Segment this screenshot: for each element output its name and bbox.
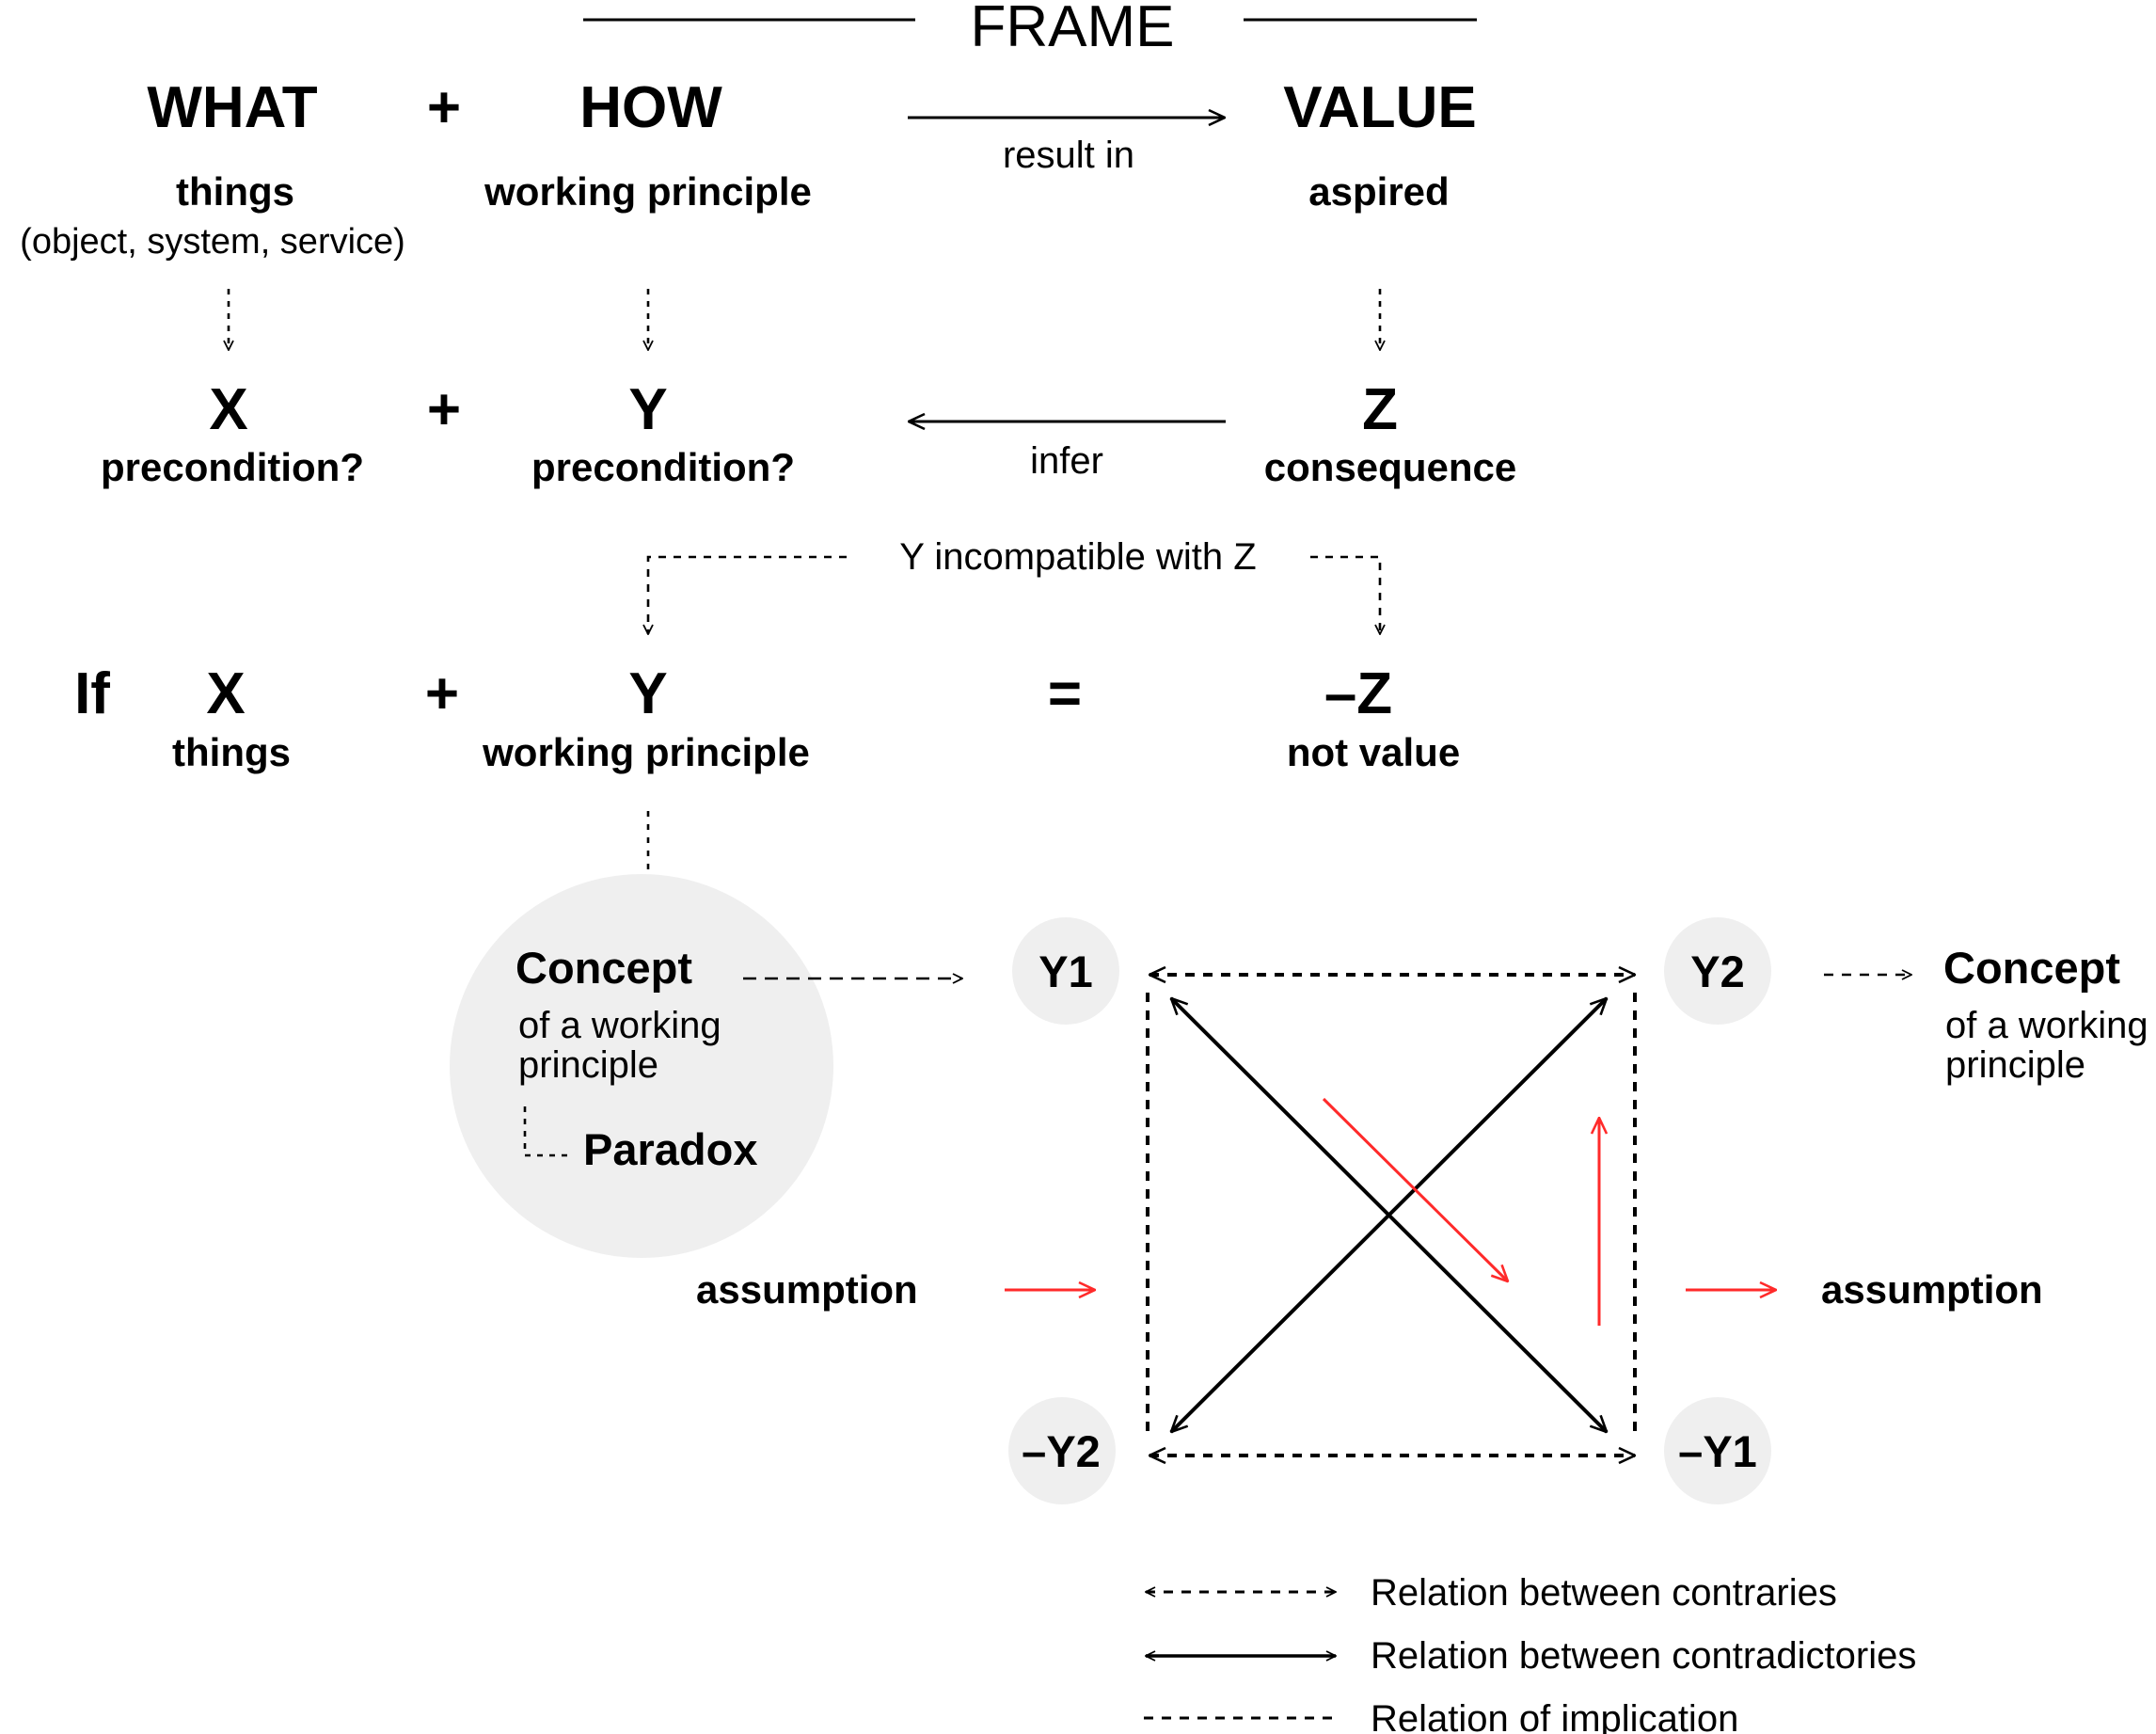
legend-implication-label: Relation of implication [1371,1698,1739,1734]
working-principle-label: working principle [484,169,812,214]
y-variable: Y [628,661,668,726]
y-precondition: precondition? [531,445,795,489]
node-neg-y1: –Y1 [1678,1426,1757,1476]
node-y2: Y2 [1690,947,1745,996]
concept-line-1: of a working [518,1005,721,1046]
working-principle-label: working principle [483,730,810,774]
contradictories-diagonals [1171,998,1607,1432]
incompatible-bracket [648,555,1380,634]
how-label: HOW [579,75,722,140]
node-circles [450,874,1771,1504]
not-value-label: not value [1286,730,1461,774]
x-variable: X [209,377,248,442]
result-in-label: result in [1002,135,1135,176]
assumption-right-label: assumption [1821,1267,2043,1312]
node-y1: Y1 [1038,947,1093,996]
aspired-label: aspired [1308,169,1450,214]
concept-line-2: principle [518,1044,658,1086]
implication-down-arrows [229,289,1380,350]
things-label: things [176,169,294,214]
concept-right-line-1: of a working [1945,1005,2148,1046]
infer-label: infer [1030,440,1103,482]
what-label: WHAT [147,75,318,140]
x-variable: X [206,661,246,726]
concept-description: of a working principle [518,1007,721,1084]
assumption-left-label: assumption [696,1267,918,1312]
x-precondition: precondition? [101,445,364,489]
value-label: VALUE [1283,75,1477,140]
contraries-lines [1149,975,1635,1456]
incompatible-label: Y incompatible with Z [899,536,1257,578]
implication-sides [1146,993,1637,1432]
concept-title: Concept [515,943,692,993]
if-label: If [74,661,110,726]
concept-right-title: Concept [1943,943,2120,993]
plus-sign: + [426,377,462,442]
concept-right-line-2: principle [1945,1044,2085,1086]
things-detail: (object, system, service) [20,222,405,262]
plus-sign: + [426,75,462,140]
node-neg-y2: –Y2 [1022,1426,1101,1476]
equals-sign: = [1047,661,1083,726]
negated-z: –Z [1324,661,1393,726]
paradox-label: Paradox [583,1124,758,1174]
plus-sign: + [424,661,460,726]
assumption-arrows [1005,1097,1776,1326]
concept-right-description: of a working principle [1945,1007,2148,1084]
things-label: things [172,730,291,774]
z-variable: Z [1362,377,1398,442]
paradox-connector [523,1106,569,1157]
legend-contradictories-label: Relation between contradictories [1371,1635,1917,1677]
z-consequence: consequence [1263,445,1517,489]
legend-symbols [1144,1592,1338,1720]
y-variable: Y [628,377,668,442]
legend-contraries-label: Relation between contraries [1371,1572,1837,1614]
frame-label: FRAME [970,0,1175,59]
